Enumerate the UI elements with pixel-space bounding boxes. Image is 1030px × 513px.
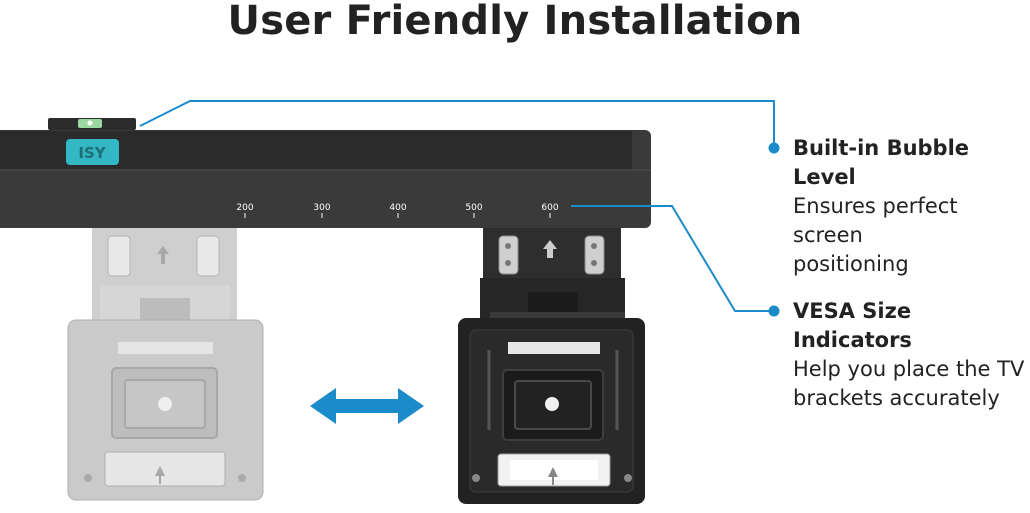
scale-label-600: 600 <box>541 203 558 213</box>
callout-lines <box>139 100 775 312</box>
scale-label-400: 400 <box>389 203 406 213</box>
callout-vesa-indicators: VESA Size Indicators Help you place the … <box>793 297 1030 413</box>
brand-logo: ISY <box>78 144 106 162</box>
callout-text-line: Help you place the TV <box>793 357 1025 381</box>
callout-text-line: positioning <box>793 252 909 276</box>
up-arrow-icon <box>543 240 557 258</box>
scale-label-500: 500 <box>465 203 482 213</box>
callout-bubble-level: Built-in Bubble Level Ensures perfect sc… <box>793 134 1030 279</box>
mounting-rail: ISY <box>0 118 651 228</box>
scale-label-200: 200 <box>236 203 253 213</box>
scale-label-300: 300 <box>313 203 330 213</box>
callout-text-line: Ensures perfect screen <box>793 194 958 247</box>
callout-heading: VESA Size Indicators <box>793 299 912 352</box>
callout-dot-level <box>768 142 780 154</box>
ghost-bracket <box>67 226 264 501</box>
page-title: User Friendly Installation <box>227 0 803 44</box>
vesa-scale: 200 300 400 500 600 <box>236 203 559 218</box>
callout-dot-vesa <box>768 305 780 317</box>
dark-bracket <box>458 228 645 504</box>
callout-text-line: brackets accurately <box>793 386 1000 410</box>
callout-heading: Built-in Bubble Level <box>793 136 970 189</box>
double-arrow-icon <box>310 388 424 424</box>
